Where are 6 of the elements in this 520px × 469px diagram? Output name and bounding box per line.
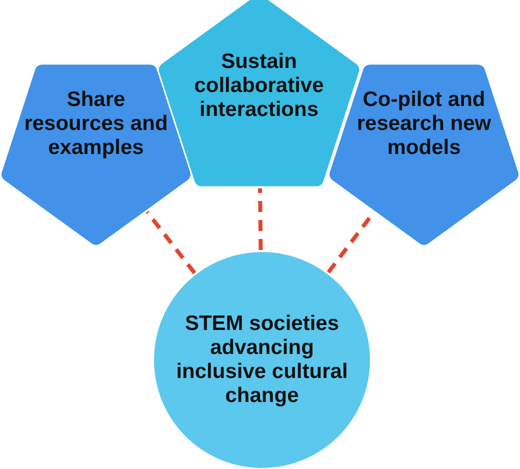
pentagon-label: Share resources and examples <box>23 88 169 160</box>
dashed-connector <box>258 188 263 250</box>
circle-label: STEM societies advancing inclusive cultural change <box>175 312 349 408</box>
pentagon-label: Sustain collaborative interactions <box>193 50 325 122</box>
pentagon-label: Co-pilot and research new models <box>356 88 492 160</box>
dashed-connector <box>146 210 196 274</box>
